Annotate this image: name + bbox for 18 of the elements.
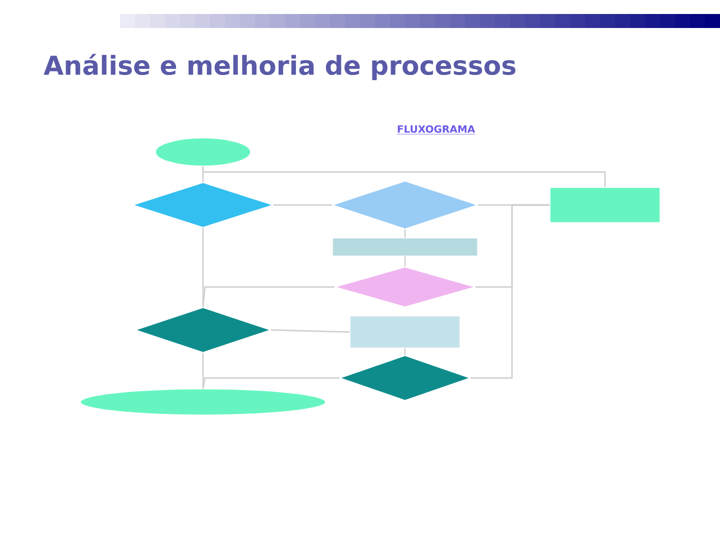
connector [404,229,406,238]
connector [202,166,606,188]
connector [202,352,204,389]
connector [404,256,406,267]
start-end-ellipse [80,388,326,416]
start-end-ellipse [155,138,251,166]
connector [270,329,350,333]
connector [273,204,332,206]
process-box [332,238,478,256]
connector [202,286,335,308]
connector [202,377,340,389]
title: Análise e melhoria de processos [44,54,516,80]
heading-link: FLUXOGRAMA [396,125,476,134]
connector [404,348,406,356]
process-box [350,316,460,348]
connector [470,204,550,379]
process-box [550,187,660,223]
connector [202,228,204,308]
